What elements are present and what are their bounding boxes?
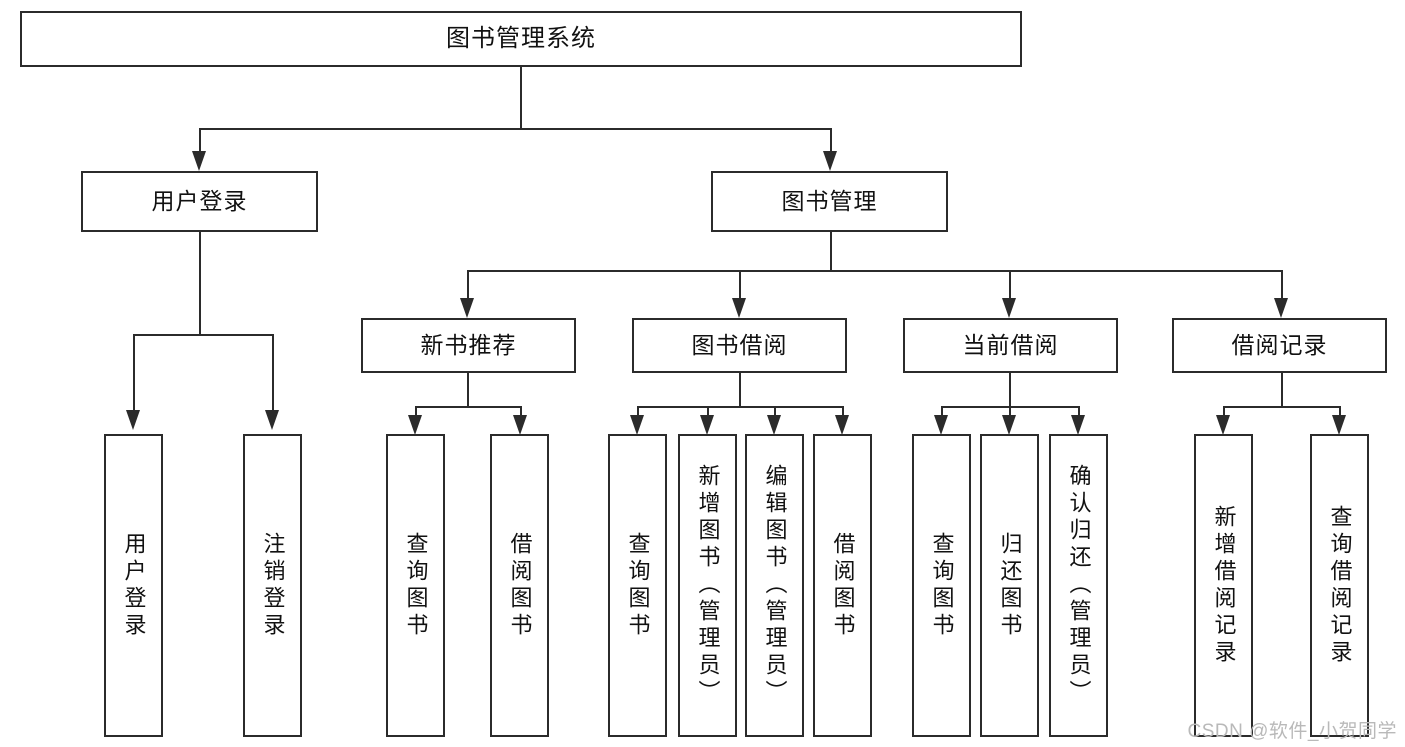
leaf-return-book[interactable]: 归还图书 — [980, 434, 1039, 737]
node-label: 新增借阅记录 — [1211, 504, 1237, 667]
connector-to-book-management — [830, 128, 832, 154]
arrow-book-borrow-leaf-1 — [630, 415, 644, 435]
node-new-book-recommend[interactable]: 新书推荐 — [361, 318, 576, 373]
node-label: 注销登录 — [260, 531, 286, 640]
node-label: 确认归还（管理员） — [1066, 464, 1092, 707]
node-label: 新增图书（管理员） — [695, 464, 721, 707]
connector-book-borrow-leaf-3 — [774, 406, 776, 418]
arrow-book-borrow-leaf-4 — [835, 415, 849, 435]
arrow-book-borrow-leaf-2 — [700, 415, 714, 435]
connector-new-book-leaf-1 — [415, 406, 417, 418]
arrow-current-borrow-leaf-2 — [1002, 415, 1016, 435]
connector-user-login-stem — [199, 232, 201, 334]
node-label: 查询图书 — [625, 531, 651, 640]
leaf-query-record[interactable]: 查询借阅记录 — [1310, 434, 1369, 737]
connector-root-stem — [520, 67, 522, 128]
leaf-confirm-return[interactable]: 确认归还（管理员） — [1049, 434, 1108, 737]
connector-borrow-record-leaf-2 — [1339, 406, 1341, 418]
arrow-new-book-leaf-2 — [513, 415, 527, 435]
connector-new-book-stem — [467, 373, 469, 406]
connector-user-login-bus — [133, 334, 272, 336]
leaf-logout-login[interactable]: 注销登录 — [243, 434, 302, 737]
node-label: 用户登录 — [151, 187, 248, 214]
connector-borrow-record-stem — [1281, 373, 1283, 406]
node-label: 用户登录 — [121, 531, 147, 640]
connector-to-current-borrow — [1009, 270, 1011, 300]
arrow-current-borrow-leaf-1 — [934, 415, 948, 435]
connector-current-borrow-stem — [1009, 373, 1011, 406]
node-label: 当前借阅 — [962, 331, 1059, 358]
leaf-borrow-book-2[interactable]: 借阅图书 — [813, 434, 872, 737]
arrow-to-new-book-recommend — [460, 298, 474, 318]
arrow-current-borrow-leaf-3 — [1071, 415, 1085, 435]
leaf-add-book[interactable]: 新增图书（管理员） — [678, 434, 737, 737]
node-label: 图书借阅 — [691, 331, 788, 358]
node-label: 借阅图书 — [830, 531, 856, 640]
connector-new-book-leaf-2 — [520, 406, 522, 418]
connector-book-management-stem — [830, 232, 832, 270]
connector-new-book-bus — [415, 406, 520, 408]
connector-user-login-leaf-2 — [272, 334, 274, 412]
connector-current-borrow-leaf-1 — [941, 406, 943, 418]
connector-to-book-borrow — [739, 270, 741, 300]
node-label: 图书管理系统 — [446, 24, 596, 52]
leaf-query-book-1[interactable]: 查询图书 — [386, 434, 445, 737]
connector-book-borrow-leaf-1 — [637, 406, 639, 418]
connector-level2-bus — [199, 128, 830, 130]
connector-to-borrow-record — [1281, 270, 1283, 300]
connector-level3-bus — [467, 270, 1281, 272]
arrow-to-book-borrow — [732, 298, 746, 318]
connector-book-borrow-leaf-4 — [842, 406, 844, 418]
connector-user-login-leaf-1 — [133, 334, 135, 412]
arrow-user-login-leaf-2 — [265, 410, 279, 430]
arrow-to-book-management — [823, 151, 837, 171]
connector-current-borrow-leaf-3 — [1078, 406, 1080, 418]
arrow-to-current-borrow — [1002, 298, 1016, 318]
node-label: 归还图书 — [997, 531, 1023, 640]
leaf-query-book-3[interactable]: 查询图书 — [912, 434, 971, 737]
arrow-to-user-login — [192, 151, 206, 171]
arrow-borrow-record-leaf-1 — [1216, 415, 1230, 435]
connector-book-borrow-bus — [637, 406, 842, 408]
leaf-add-record[interactable]: 新增借阅记录 — [1194, 434, 1253, 737]
leaf-edit-book[interactable]: 编辑图书（管理员） — [745, 434, 804, 737]
leaf-user-login[interactable]: 用户登录 — [104, 434, 163, 737]
node-label: 新书推荐 — [420, 331, 517, 358]
arrow-user-login-leaf-1 — [126, 410, 140, 430]
node-book-borrow[interactable]: 图书借阅 — [632, 318, 847, 373]
connector-to-user-login — [199, 128, 201, 154]
node-current-borrow[interactable]: 当前借阅 — [903, 318, 1118, 373]
connector-borrow-record-bus — [1223, 406, 1339, 408]
arrow-new-book-leaf-1 — [408, 415, 422, 435]
node-user-login[interactable]: 用户登录 — [81, 171, 318, 232]
leaf-borrow-book-1[interactable]: 借阅图书 — [490, 434, 549, 737]
node-label: 借阅记录 — [1231, 331, 1328, 358]
csdn-watermark: CSDN @软件_小贺同学 — [1187, 721, 1397, 742]
arrow-book-borrow-leaf-3 — [767, 415, 781, 435]
connector-current-borrow-leaf-2 — [1009, 406, 1011, 418]
node-book-management[interactable]: 图书管理 — [711, 171, 948, 232]
node-label: 借阅图书 — [507, 531, 533, 640]
connector-book-borrow-stem — [739, 373, 741, 406]
connector-book-borrow-leaf-2 — [707, 406, 709, 418]
leaf-query-book-2[interactable]: 查询图书 — [608, 434, 667, 737]
node-root-system[interactable]: 图书管理系统 — [20, 11, 1022, 67]
arrow-borrow-record-leaf-2 — [1332, 415, 1346, 435]
node-label: 查询图书 — [403, 531, 429, 640]
node-label: 查询借阅记录 — [1327, 504, 1353, 667]
connector-borrow-record-leaf-1 — [1223, 406, 1225, 418]
node-label: 编辑图书（管理员） — [762, 464, 788, 707]
connector-to-new-book-recommend — [467, 270, 469, 300]
arrow-to-borrow-record — [1274, 298, 1288, 318]
node-label: 图书管理 — [781, 187, 878, 214]
node-label: 查询图书 — [929, 531, 955, 640]
node-borrow-record[interactable]: 借阅记录 — [1172, 318, 1387, 373]
